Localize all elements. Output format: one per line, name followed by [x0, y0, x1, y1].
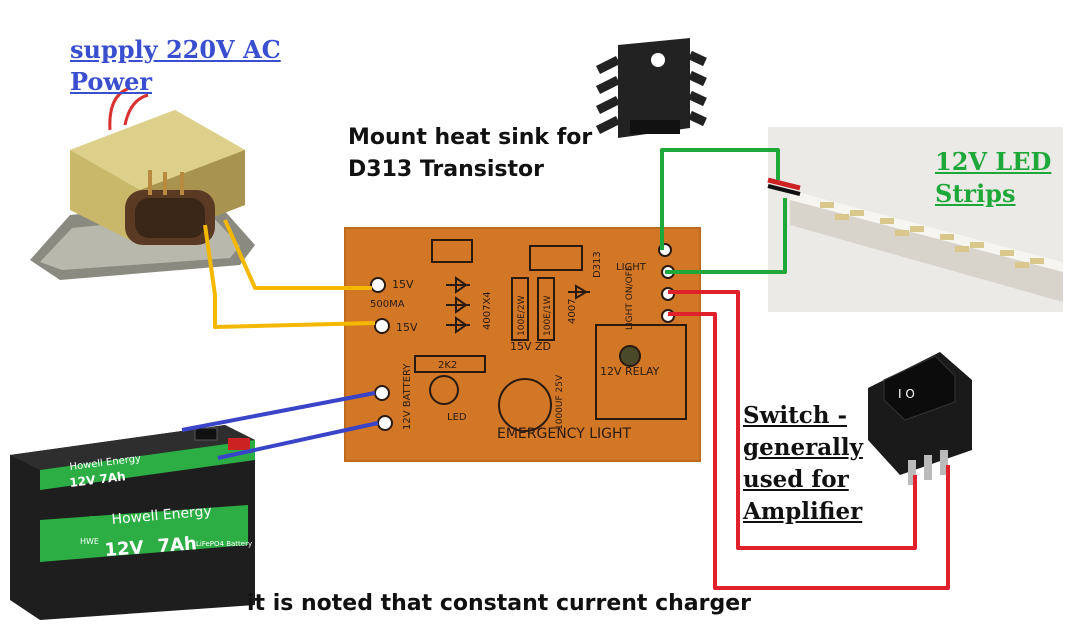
- transformer-image: [30, 86, 255, 280]
- pcb-label-battery: 12V BATTERY: [402, 363, 413, 430]
- wire-yellow-top: [223, 219, 372, 290]
- pcb-board: 15V 500MA 15V 4007X4 100E/2W 100E/1W 400…: [344, 227, 701, 462]
- switch-marks: I O: [898, 387, 915, 401]
- switch-label-line2: generally: [743, 434, 863, 461]
- wires: [181, 148, 950, 590]
- pcb-label-diodes: 4007X4: [482, 291, 493, 330]
- pcb-label-15v-bottom: 15V: [396, 321, 418, 334]
- supply-power-label-line1: supply 220V AC: [70, 35, 281, 64]
- heatsink-label-line1: Mount heat sink for: [348, 125, 593, 150]
- pcb-label-capacitor: 1000UF 25V: [555, 374, 565, 430]
- switch-label-line4: Amplifier: [743, 498, 863, 525]
- battery-logo: HWE: [80, 537, 99, 546]
- pcb-label-relay: 12V RELAY: [600, 365, 660, 378]
- pcb-label-resistor-a: 100E/2W: [517, 295, 527, 336]
- switch-label: Switch - generally used for Amplifier: [743, 400, 863, 528]
- heatsink-image: [595, 38, 707, 138]
- supply-power-label: supply 220V AC Power: [70, 34, 281, 98]
- wire-yellow-bottom: [203, 224, 376, 329]
- note-caption: it is noted that constant current charge…: [247, 591, 752, 616]
- rocker-switch-image: I O: [868, 352, 972, 485]
- pcb-label-diode-single: 4007: [567, 299, 578, 324]
- wire-green-bottom: [665, 198, 787, 274]
- battery-image: Howell Energy 12V 7Ah Howell Energy HWE …: [10, 425, 255, 620]
- led-strip-image: [767, 127, 1063, 312]
- pcb-label-light: LIGHT: [616, 262, 647, 273]
- pcb-label-zener: 15V ZD: [510, 340, 551, 353]
- pcb-label-2k2: 2K2: [438, 360, 457, 371]
- led-strips-label: 12V LED Strips: [935, 146, 1051, 210]
- wire-blue-bottom: [217, 421, 379, 460]
- pcb-label-transistor: D313: [592, 251, 603, 278]
- pcb-label-500ma: 500MA: [370, 299, 405, 310]
- battery-front-voltage: 12V: [104, 537, 144, 561]
- led-strips-label-line2: Strips: [935, 179, 1016, 208]
- wire-red-top: [668, 290, 917, 550]
- pcb-label-led: LED: [447, 412, 467, 423]
- wire-blue-top: [181, 391, 376, 432]
- wire-green-top: [660, 148, 780, 250]
- battery-front-capacity: 7Ah: [157, 533, 198, 557]
- pcb-label-15v-top: 15V: [392, 278, 414, 291]
- heatsink-label: Mount heat sink for D313 Transistor: [348, 122, 592, 186]
- pcb-label-light-switch: LIGHT ON/OFF: [625, 266, 635, 330]
- battery-chemistry: LiFePO4 Battery: [196, 540, 252, 548]
- battery-top-rating: 12V 7Ah: [69, 469, 127, 490]
- switch-label-line1: Switch -: [743, 402, 848, 429]
- pcb-label-resistor-b: 100E/1W: [543, 295, 553, 336]
- heatsink-label-line2: D313 Transistor: [348, 157, 545, 182]
- supply-power-label-line2: Power: [70, 67, 152, 96]
- wire-red-bottom: [668, 312, 950, 590]
- led-strips-label-line1: 12V LED: [935, 147, 1052, 176]
- pcb-title: EMERGENCY LIGHT: [497, 426, 632, 442]
- switch-label-line3: used for: [743, 466, 849, 493]
